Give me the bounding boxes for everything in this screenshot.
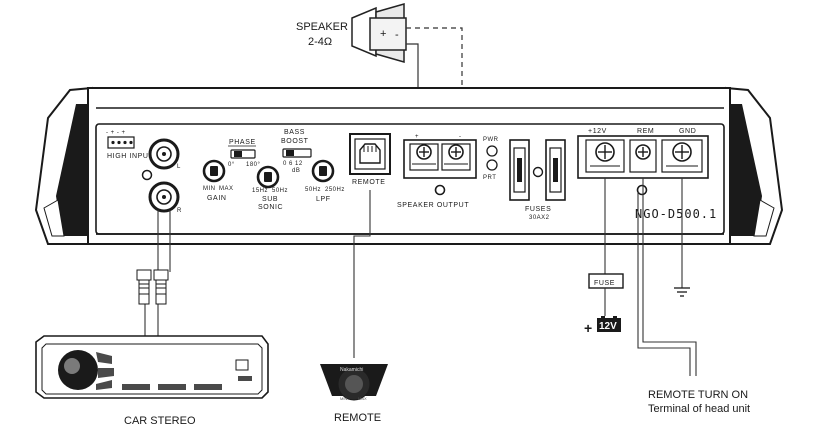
speaker-out-minus: - (459, 134, 462, 140)
speaker-label: SPEAKER (296, 21, 348, 33)
prt-led (486, 159, 498, 171)
gain-max: MAX (219, 186, 234, 192)
lpf-max: 250Hz (325, 187, 345, 193)
gain-min: MIN (203, 186, 216, 192)
subsonic-max: 50Hz (272, 188, 288, 194)
remote-label: REMOTE (334, 412, 381, 424)
fuse-left (509, 139, 530, 201)
inline-fuse (588, 273, 624, 289)
remote-knob-min: MIN (340, 396, 347, 401)
fuse-screw (532, 166, 544, 178)
subsonic-label-1: SUB (262, 196, 278, 203)
speaker-output-label: SPEAKER OUTPUT (397, 202, 469, 209)
pwr-label: PWR (483, 137, 499, 143)
phase-180-label: 180° (246, 162, 261, 168)
power-terminal-block (577, 135, 709, 179)
fuses-label: FUSES (525, 206, 551, 213)
remote-knob-max: MAX (358, 396, 367, 401)
pwr-led (486, 145, 498, 157)
car-stereo (35, 335, 269, 399)
terminal-rem-label: REM (637, 128, 654, 135)
fuses-rating: 30AX2 (529, 215, 550, 221)
bass-boost-label-1: BASS (284, 129, 305, 136)
rca-right-label: R (177, 208, 182, 214)
lpf-knob (311, 159, 335, 183)
remote-turn-on-label-2: Terminal of head unit (648, 403, 750, 415)
rca-plug-pair (136, 269, 169, 305)
high-input-connector (107, 136, 135, 149)
model-label: NGO-D500.1 (635, 207, 717, 221)
ground-screw (141, 169, 153, 181)
bass-boost-label-2: BOOST (281, 138, 309, 145)
prt-label: PRT (483, 175, 496, 181)
lpf-label: LPF (316, 196, 331, 203)
fuse-right (545, 139, 566, 201)
terminal-screw (636, 184, 648, 196)
terminal-gnd-label: GND (679, 128, 696, 135)
remote-port-label: REMOTE (352, 179, 386, 186)
bass-boost-steps: 0 6 12 (283, 161, 303, 167)
remote-knob-brand: Nakamichi (340, 367, 363, 373)
gain-label: GAIN (207, 195, 227, 202)
remote-cable (353, 190, 371, 358)
battery-icon (597, 318, 621, 332)
ground-symbol-icon (674, 287, 690, 297)
subsonic-knob (256, 165, 280, 189)
phase-0-label: 0° (228, 162, 235, 168)
remote-knob: Nakamichi MIN MAX (320, 364, 388, 401)
speaker: + - (351, 3, 407, 63)
terminal-12v-label: +12V (588, 128, 607, 135)
battery-label: 12V (599, 321, 617, 332)
battery-plus: + (584, 320, 592, 336)
phase-label: PHASE (229, 139, 256, 146)
subsonic-label-2: SONIC (258, 204, 283, 211)
gain-knob (202, 159, 226, 183)
rem-wire (642, 178, 697, 376)
high-input-pins-label: - + - + (106, 130, 126, 136)
high-input-label: HIGH INPUT (107, 153, 154, 160)
speaker-negative-wire (406, 27, 463, 132)
inline-fuse-label: FUSE (594, 280, 615, 287)
speaker-output-terminal (403, 139, 477, 179)
subsonic-min: 15Hz (252, 188, 268, 194)
speaker-plus-label: + (380, 28, 386, 40)
speaker-impedance: 2-4Ω (308, 36, 332, 48)
speaker-output-screw (434, 184, 446, 196)
rca-input-left (148, 138, 180, 170)
speaker-out-plus: + (415, 134, 419, 140)
remote-port (349, 133, 391, 175)
remote-turn-on-label-1: REMOTE TURN ON (648, 389, 748, 401)
car-stereo-label: CAR STEREO (124, 415, 196, 427)
speaker-minus-label: - (395, 29, 399, 41)
bass-boost-unit: dB (292, 168, 300, 174)
lpf-min: 50Hz (305, 187, 321, 193)
rca-input-right (148, 181, 180, 213)
rca-left-label: L (177, 164, 181, 170)
